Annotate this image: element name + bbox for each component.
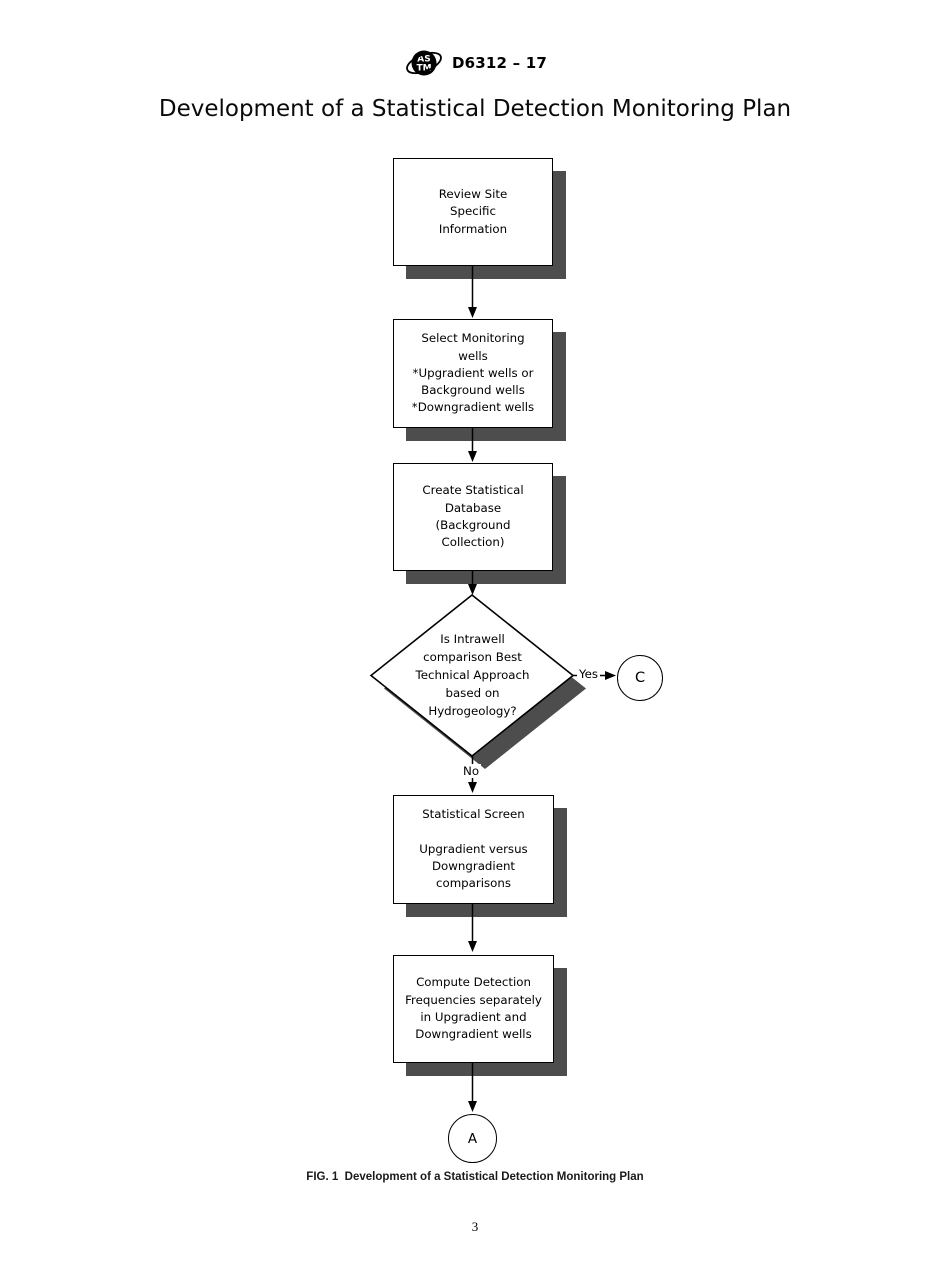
connector-circle-a: A bbox=[448, 1114, 497, 1163]
process-box-compute-detection: Compute Detection Frequencies separately… bbox=[393, 955, 554, 1063]
branch-label-yes: Yes bbox=[577, 667, 601, 681]
process-box-select-wells: Select Monitoring wells *Upgradient well… bbox=[393, 319, 553, 428]
page-number: 3 bbox=[471, 1219, 479, 1234]
branch-label-no: No bbox=[461, 764, 482, 778]
astm-logo-icon: AS TM bbox=[406, 50, 442, 76]
process-box-create-database: Create Statistical Database (Background … bbox=[393, 463, 553, 571]
document-header: AS TM D6312 – 17 bbox=[405, 46, 547, 80]
svg-text:TM: TM bbox=[416, 64, 431, 74]
page-title: Development of a Statistical Detection M… bbox=[158, 96, 792, 122]
connector-circle-c: C bbox=[617, 655, 663, 701]
doc-code: D6312 – 17 bbox=[452, 54, 548, 72]
svg-text:AS: AS bbox=[417, 55, 430, 65]
figure-caption: FIG. 1 Development of a Statistical Dete… bbox=[306, 1171, 644, 1183]
process-box-review-site: Review Site Specific Information bbox=[393, 158, 553, 266]
process-box-statistical-screen: Statistical Screen Upgradient versus Dow… bbox=[393, 795, 554, 904]
decision-diamond-label: Is Intrawell comparison Best Technical A… bbox=[415, 632, 530, 718]
